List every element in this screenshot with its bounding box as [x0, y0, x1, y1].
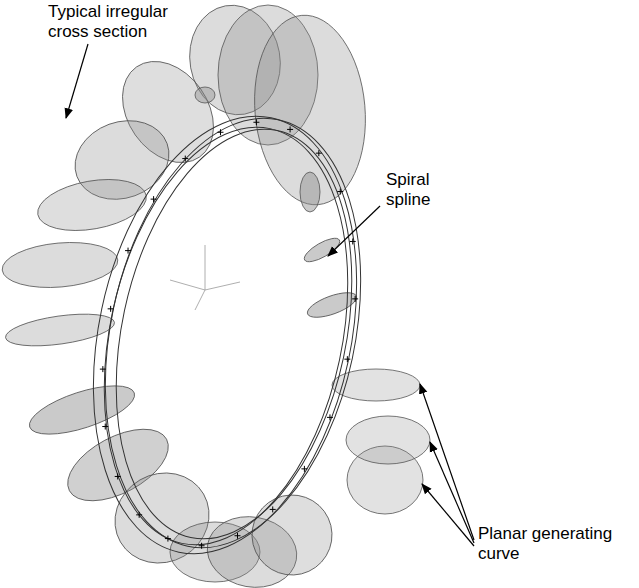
coordinate-axes — [170, 245, 240, 310]
point-mark — [287, 126, 293, 132]
point-mark — [350, 238, 356, 244]
spiral-rings — [56, 92, 398, 579]
point-mark — [337, 189, 343, 195]
point-mark — [270, 506, 276, 512]
point-mark — [102, 424, 108, 430]
point-mark — [165, 536, 171, 542]
callout-label: Planar generating curve — [478, 524, 633, 564]
cross-section — [0, 238, 119, 292]
point-mark — [115, 473, 121, 479]
point-mark — [352, 296, 358, 302]
callout-label: Spiral spline — [386, 170, 448, 210]
cross-section — [301, 234, 343, 266]
cross-section — [300, 172, 320, 212]
callout-label: Typical irregular cross section — [48, 2, 193, 42]
spline-points — [100, 119, 358, 548]
point-mark — [316, 150, 322, 156]
point-mark — [125, 248, 131, 254]
leader-lines — [66, 44, 474, 546]
point-mark — [301, 466, 307, 472]
cross-section — [346, 416, 430, 464]
point-mark — [108, 306, 114, 312]
point-mark — [136, 512, 142, 518]
cross-section — [34, 172, 151, 238]
point-mark — [182, 156, 188, 162]
cross-sections — [0, 0, 430, 588]
cross-section — [195, 87, 215, 103]
point-mark — [100, 366, 106, 372]
point-mark — [199, 543, 205, 549]
cross-section — [4, 308, 117, 351]
point-mark — [151, 196, 157, 202]
point-mark — [327, 414, 333, 420]
point-mark — [253, 119, 259, 125]
point-mark — [217, 129, 223, 135]
cross-section — [241, 484, 344, 587]
point-mark — [344, 356, 350, 362]
point-mark — [235, 533, 241, 539]
